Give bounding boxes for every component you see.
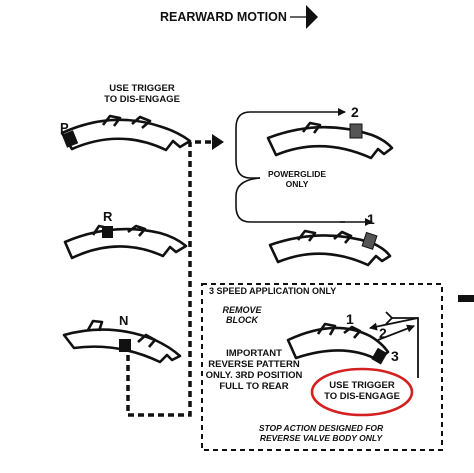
gate-plate-r: [63, 224, 188, 260]
important-note: IMPORTANT REVERSE PATTERN ONLY. 3RD POSI…: [204, 348, 304, 393]
three-speed-number-1: 1: [346, 311, 354, 327]
rearward-motion-title: REARWARD MOTION: [160, 10, 287, 24]
position-label-p: P: [60, 120, 69, 135]
position-label-r: R: [103, 209, 113, 224]
three-speed-number-3: 3: [391, 348, 399, 364]
important-line3: ONLY. 3RD POSITION: [205, 369, 303, 381]
remove-block-line2: BLOCK: [226, 315, 258, 326]
powerglide-label-line2: ONLY: [285, 178, 309, 189]
three-speed-number-2: 2: [379, 325, 387, 341]
left-trigger-note-line2: TO DIS-ENGAGE: [104, 93, 180, 105]
stop-action-note: STOP ACTION DESIGNED FOR REVERSE VALVE B…: [246, 423, 396, 444]
three-speed-trigger-line2: TO DIS-ENGAGE: [324, 390, 400, 402]
three-speed-title: 3 SPEED APPLICATION ONLY: [209, 286, 337, 296]
gate-plate-three-speed: [286, 322, 390, 362]
left-trigger-note: USE TRIGGER TO DIS-ENGAGE: [94, 83, 190, 106]
edge-bar: [458, 295, 474, 302]
powerglide-step-2: 2: [351, 104, 359, 120]
three-speed-box: [201, 283, 443, 451]
important-line1: IMPORTANT: [226, 348, 282, 359]
highlight-circle: [310, 367, 414, 417]
dashed-travel-path: [126, 140, 212, 417]
gate-plate-p: [60, 114, 192, 152]
selector-block-powerglide-1: [361, 231, 378, 250]
powerglide-label: POWERGLIDE ONLY: [258, 169, 336, 190]
powerglide-label-line1: POWERGLIDE: [267, 169, 327, 179]
selector-block-p: [61, 130, 79, 148]
rearward-arrow-icon: [290, 5, 318, 29]
selector-block-powerglide-2: [349, 123, 363, 139]
three-speed-trigger-note: USE TRIGGER TO DIS-ENGAGE: [318, 380, 406, 403]
powerglide-bracket: [235, 108, 373, 226]
remove-block-note: REMOVE BLOCK: [212, 305, 272, 326]
stop-action-line2: REVERSE VALVE BODY ONLY: [259, 432, 383, 443]
selector-block-r: [102, 226, 113, 238]
three-speed-arrows: [369, 317, 419, 378]
gate-plate-n: [62, 319, 182, 364]
important-line2: REVERSE PATTERN: [208, 358, 300, 370]
dashed-arrow-head-icon: [212, 134, 224, 150]
stop-action-line1: STOP ACTION DESIGNED FOR: [258, 423, 384, 433]
position-label-n: N: [119, 313, 129, 328]
powerglide-step-1: 1: [367, 211, 375, 227]
selector-block-n: [119, 339, 131, 352]
important-line4: FULL TO REAR: [219, 380, 289, 392]
three-speed-trigger-line1: USE TRIGGER: [329, 380, 395, 391]
gate-plate-powerglide-1: [268, 229, 392, 267]
selector-block-three-speed: [371, 347, 388, 365]
gate-plate-powerglide-2: [266, 121, 394, 160]
left-trigger-note-line1: USE TRIGGER: [109, 83, 175, 94]
remove-block-line1: REMOVE: [222, 305, 262, 315]
